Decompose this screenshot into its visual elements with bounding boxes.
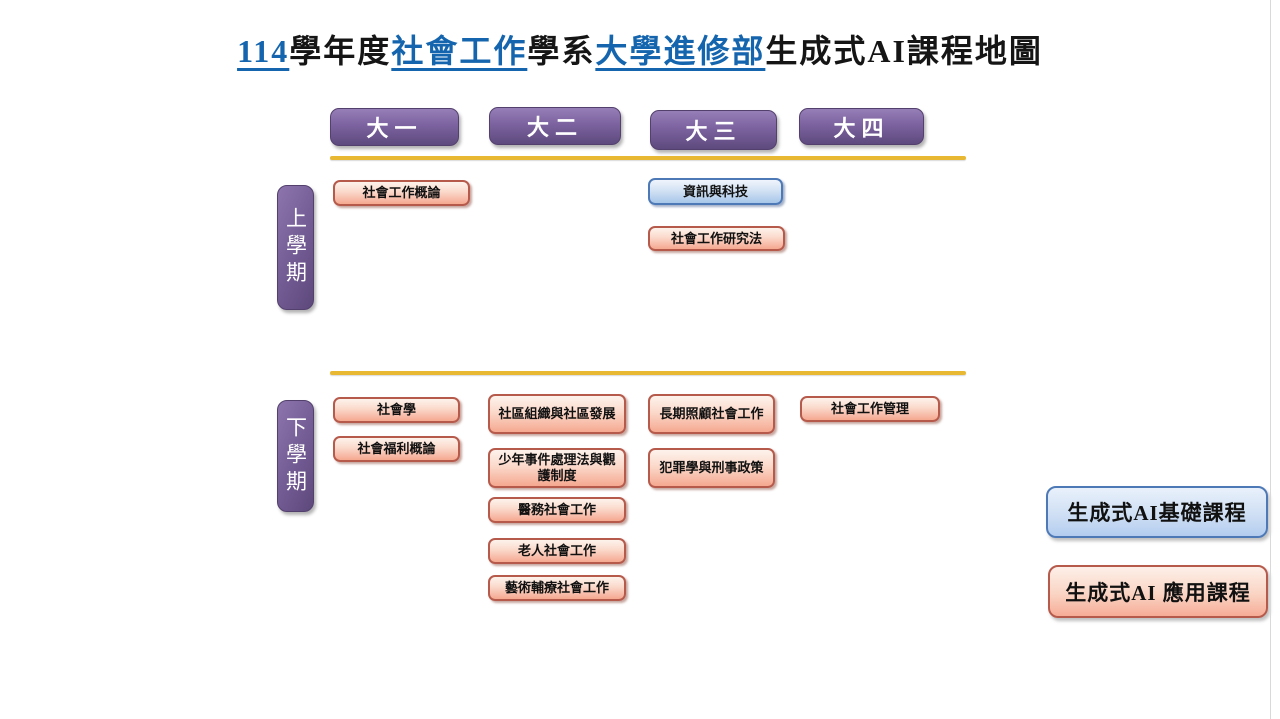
semester-label-first: 上學期 [277, 185, 314, 310]
title-text: 學系 [527, 33, 596, 69]
title-text: 生成式AI課程地圖 [765, 33, 1043, 69]
course-box: 醫務社會工作 [488, 497, 626, 523]
year-1-header: 大一 [330, 108, 459, 146]
page-title: 114學年度社會工作學系大學進修部生成式AI課程地圖 [0, 26, 1280, 72]
course-box: 社會工作研究法 [648, 226, 785, 251]
year-4-header: 大四 [799, 108, 924, 145]
course-box: 社會福利概論 [333, 436, 460, 462]
course-box: 少年事件處理法與觀護制度 [488, 448, 626, 488]
course-box: 老人社會工作 [488, 538, 626, 564]
course-box: 藝術輔療社會工作 [488, 575, 626, 601]
slide-right-border [1270, 0, 1271, 719]
course-box: 犯罪學與刑事政策 [648, 448, 775, 488]
legend-foundation-box: 生成式AI基礎課程 [1046, 486, 1268, 538]
title-text: 學年度 [289, 33, 392, 69]
semester-label-second: 下學期 [277, 400, 314, 512]
course-box: 長期照顧社會工作 [648, 394, 775, 434]
title-link-department[interactable]: 社會工作 [391, 33, 528, 69]
legend-application-box: 生成式AI 應用課程 [1048, 565, 1268, 618]
course-box: 社會學 [333, 397, 460, 423]
course-box: 社會工作概論 [333, 180, 470, 206]
year-2-header: 大二 [489, 107, 621, 145]
semester-divider-line [330, 156, 966, 160]
course-box: 社區組織與社區發展 [488, 394, 626, 434]
course-box: 社會工作管理 [800, 396, 940, 422]
course-box: 資訊與科技 [648, 178, 783, 205]
semester-divider-line [330, 371, 966, 375]
title-link-division[interactable]: 大學進修部 [595, 33, 766, 69]
year-3-header: 大三 [650, 110, 777, 150]
title-link-year[interactable]: 114 [237, 33, 290, 69]
